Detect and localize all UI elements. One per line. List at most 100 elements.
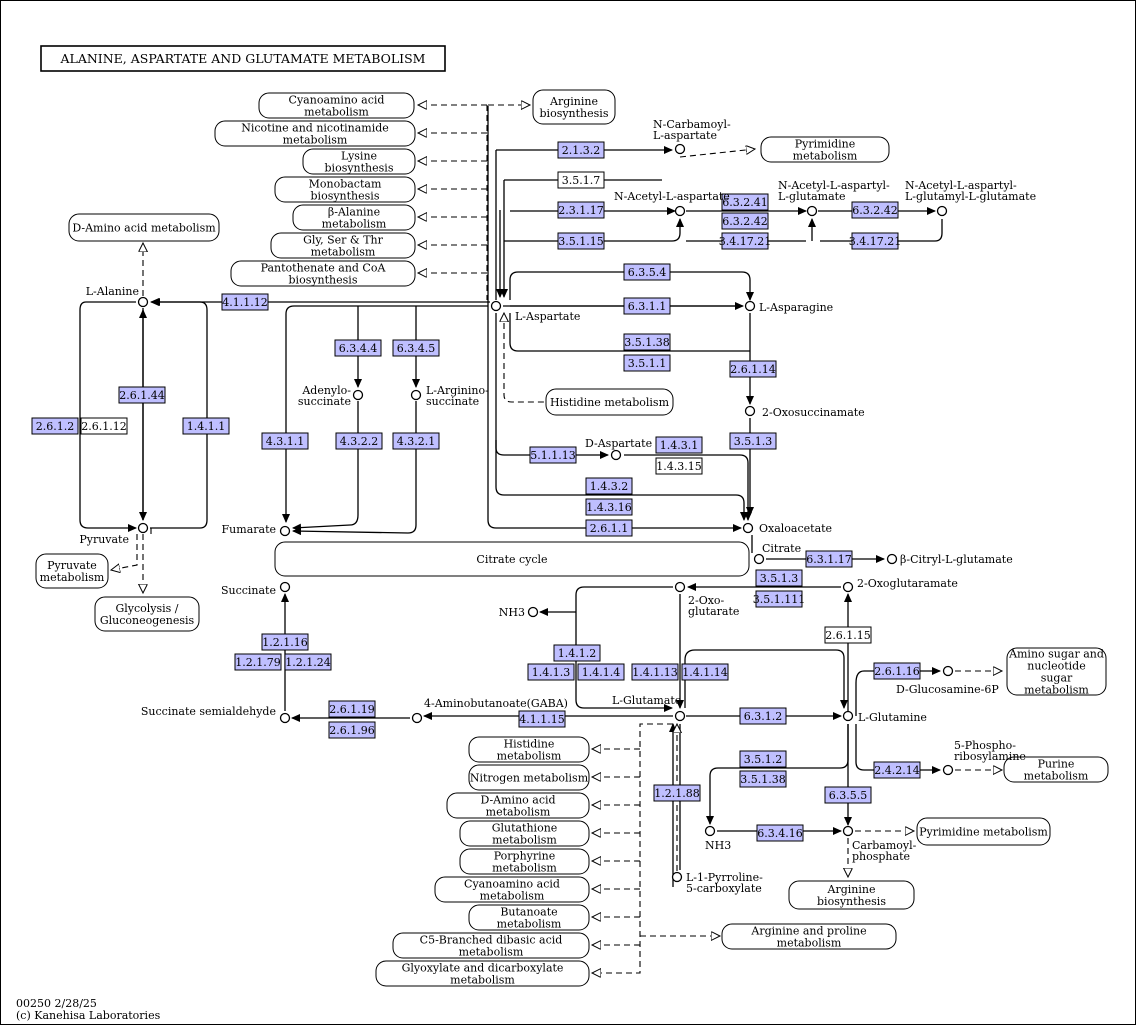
pathway-link-pyrimidine-metabolism[interactable]: Pyrimidine metabolism <box>916 817 1051 846</box>
enzyme-1-4-1-3[interactable]: 1.4.1.3 <box>527 663 575 681</box>
compound-4-aminobutanoate-gaba[interactable] <box>411 712 423 724</box>
enzyme-1-4-3-16[interactable]: 1.4.3.16 <box>585 498 633 516</box>
enzyme-1-2-1-16[interactable]: 1.2.1.16 <box>261 633 309 651</box>
enzyme-3-4-17-21[interactable]: 3.4.17.21 <box>849 232 901 250</box>
compound-succinate-semialdehyde[interactable] <box>279 712 291 724</box>
enzyme-6-3-5-4[interactable]: 6.3.5.4 <box>623 263 671 281</box>
pathway-link-citrate-cycle[interactable]: Citrate cycle <box>274 541 750 577</box>
enzyme-1-4-1-4[interactable]: 1.4.1.4 <box>577 663 625 681</box>
compound-n-acetyl-l-aspartyl-l-glutamyl-l-glutamate[interactable] <box>936 205 948 217</box>
enzyme-2-6-1-15[interactable]: 2.6.1.15 <box>824 626 872 644</box>
enzyme-4-1-1-12[interactable]: 4.1.1.12 <box>221 293 269 311</box>
compound-fumarate[interactable] <box>279 525 291 537</box>
enzyme-1-4-1-1[interactable]: 1.4.1.1 <box>182 417 230 435</box>
enzyme-1-4-1-14[interactable]: 1.4.1.14 <box>681 663 729 681</box>
enzyme-2-3-1-17[interactable]: 2.3.1.17 <box>557 201 605 219</box>
enzyme-1-4-1-2[interactable]: 1.4.1.2 <box>553 644 601 662</box>
pathway-link-histidine-metabolism[interactable]: Histidine metabolism <box>545 388 674 416</box>
enzyme-4-3-2-2[interactable]: 4.3.2.2 <box>335 432 383 450</box>
enzyme-1-4-3-2[interactable]: 1.4.3.2 <box>585 477 633 495</box>
enzyme-3-5-1-38[interactable]: 3.5.1.38 <box>623 333 671 351</box>
enzyme-2-6-1-1[interactable]: 2.6.1.1 <box>585 519 633 537</box>
enzyme-2-6-1-14[interactable]: 2.6.1.14 <box>729 360 777 378</box>
enzyme-4-1-1-15[interactable]: 4.1.1.15 <box>518 710 566 728</box>
enzyme-2-6-1-19[interactable]: 2.6.1.19 <box>328 700 376 718</box>
compound-l-aspartate[interactable] <box>490 300 502 312</box>
compound-pyruvate[interactable] <box>137 522 149 534</box>
enzyme-6-3-2-42[interactable]: 6.3.2.42 <box>851 201 899 219</box>
enzyme-2-6-1-16[interactable]: 2.6.1.16 <box>873 662 921 680</box>
enzyme-2-6-1-44[interactable]: 2.6.1.44 <box>118 386 166 404</box>
compound-d-glucosamine-6p[interactable] <box>942 665 954 677</box>
enzyme-2-1-3-2[interactable]: 2.1.3.2 <box>557 141 605 159</box>
enzyme-2-4-2-14[interactable]: 2.4.2.14 <box>873 761 921 779</box>
compound-n-carbamoyl-l-aspartate[interactable] <box>674 143 686 155</box>
enzyme-3-5-1-2[interactable]: 3.5.1.2 <box>739 750 787 768</box>
pathway-link-glycolysis-gluconeogenesis[interactable]: Glycolysis /Gluconeogenesis <box>94 596 200 632</box>
enzyme-2-6-1-12[interactable]: 2.6.1.12 <box>80 417 128 435</box>
enzyme-1-4-3-1[interactable]: 1.4.3.1 <box>655 436 703 454</box>
enzyme-3-5-1-3[interactable]: 3.5.1.3 <box>755 569 803 587</box>
enzyme-3-5-1-38[interactable]: 3.5.1.38 <box>739 770 787 788</box>
pathway-link-nitrogen-metabolism[interactable]: Nitrogen metabolism <box>468 764 590 791</box>
enzyme-1-4-1-13[interactable]: 1.4.1.13 <box>631 663 679 681</box>
enzyme-6-3-1-2[interactable]: 6.3.1.2 <box>739 707 787 725</box>
compound-succinate[interactable] <box>279 581 291 593</box>
enzyme-2-6-1-2[interactable]: 2.6.1.2 <box>31 417 79 435</box>
enzyme-1-2-1-88[interactable]: 1.2.1.88 <box>653 784 701 802</box>
enzyme-4-3-1-1[interactable]: 4.3.1.1 <box>261 432 309 450</box>
compound-l-alanine[interactable] <box>137 296 149 308</box>
enzyme-1-2-1-79[interactable]: 1.2.1.79 <box>234 653 282 671</box>
compound-n-acetyl-l-aspartate[interactable] <box>674 205 686 217</box>
compound-citryl-l-glutamate[interactable] <box>886 553 898 565</box>
compound-adenylo-succinate[interactable] <box>352 389 364 401</box>
enzyme-3-5-1-111[interactable]: 3.5.1.111 <box>753 590 805 608</box>
enzyme-3-5-1-15[interactable]: 3.5.1.15 <box>557 232 605 250</box>
enzyme-6-3-2-41[interactable]: 6.3.2.41 <box>721 193 769 211</box>
compound-l-1-pyrroline-5-carboxylate[interactable] <box>671 871 683 883</box>
compound-nh3[interactable] <box>704 825 716 837</box>
enzyme-6-3-4-5[interactable]: 6.3.4.5 <box>392 339 440 357</box>
compound-citrate[interactable] <box>753 553 765 565</box>
compound-d-aspartate[interactable] <box>610 449 622 461</box>
enzyme-6-3-4-4[interactable]: 6.3.4.4 <box>334 339 382 357</box>
enzyme-6-3-2-42[interactable]: 6.3.2.42 <box>721 212 769 230</box>
compound-2-oxoglutaramate[interactable] <box>842 581 854 593</box>
enzyme-3-4-17-21[interactable]: 3.4.17.21 <box>719 232 771 250</box>
enzyme-3-5-1-1[interactable]: 3.5.1.1 <box>623 354 671 372</box>
compound-l-asparagine[interactable] <box>744 300 756 312</box>
enzyme-4-3-2-1[interactable]: 4.3.2.1 <box>392 432 440 450</box>
compound-oxaloacetate[interactable] <box>742 522 754 534</box>
enzyme-6-3-4-16[interactable]: 6.3.4.16 <box>756 824 804 842</box>
pathway-link-d-amino-acid-metabolism[interactable]: D-Amino acid metabolism <box>68 213 220 242</box>
enzyme-5-1-1-13[interactable]: 5.1.1.13 <box>529 446 577 464</box>
compound-l-glutamate[interactable] <box>674 710 686 722</box>
compound-l-arginino-succinate[interactable] <box>410 389 422 401</box>
compound-5-phospho-ribosylamine[interactable] <box>942 764 954 776</box>
compound-carbamoyl-phosphate[interactable] <box>842 825 854 837</box>
compound-nh3[interactable] <box>527 606 539 618</box>
enzyme-2-6-1-96[interactable]: 2.6.1.96 <box>328 721 376 739</box>
enzyme-1-2-1-24[interactable]: 1.2.1.24 <box>284 653 332 671</box>
enzyme-3-5-1-7[interactable]: 3.5.1.7 <box>557 171 605 189</box>
compound-2-oxo-glutarate[interactable] <box>674 581 686 593</box>
